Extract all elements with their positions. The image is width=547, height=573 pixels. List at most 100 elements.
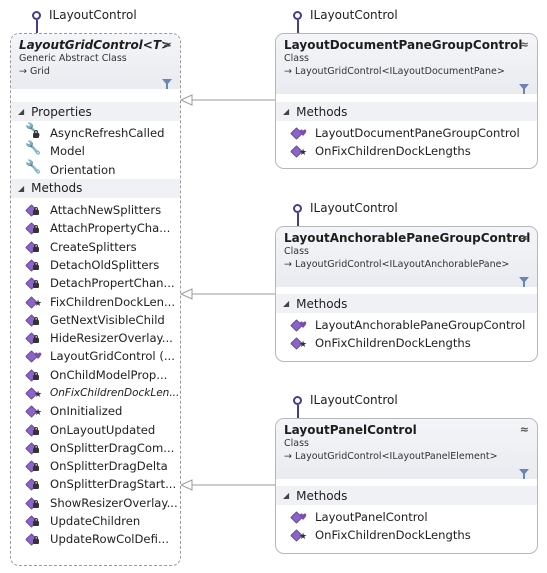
- method-item[interactable]: ★OnFixChildrenDockLen...: [11, 384, 180, 402]
- member-label: OnFixChildrenDockLen...: [50, 387, 180, 399]
- section-toggle-icon[interactable]: ◢: [283, 299, 290, 308]
- filter-icon[interactable]: [519, 469, 529, 479]
- methods-list: ♥ LayoutAnchorablePaneGroupControl ★OnFix…: [276, 313, 537, 353]
- section-methods[interactable]: ◢ Methods: [276, 102, 537, 121]
- interface-label: ILayoutControl: [310, 8, 398, 22]
- inherit-arrow-icon: →: [284, 451, 292, 462]
- method-item[interactable]: UpdateChildren: [11, 512, 180, 530]
- member-label: OnSplitterDragStart...: [50, 477, 177, 492]
- member-label: UpdateRowColDefi...: [50, 532, 169, 547]
- member-label: OnFixChildrenDockLengths: [315, 144, 471, 159]
- section-label: Methods: [296, 104, 348, 119]
- class-inherits: → Grid: [19, 66, 50, 77]
- method-item[interactable]: ♥ LayoutAnchorablePaneGroupControl: [276, 316, 537, 334]
- wrench-icon: 🔧: [25, 141, 42, 157]
- method-item[interactable]: ★FixChildrenDockLen...: [11, 292, 180, 310]
- member-label: AttachPropertyCha...: [50, 221, 171, 236]
- class-header[interactable]: LayoutPanelControl Class → LayoutGridCon…: [276, 419, 537, 479]
- interface-label: ILayoutControl: [310, 393, 398, 407]
- member-label: OnChildModelProp...: [50, 367, 168, 382]
- method-item[interactable]: OnSplitterDragStart...: [11, 475, 180, 493]
- section-methods[interactable]: ◢ Methods: [276, 486, 537, 505]
- protected-method-icon: ★: [290, 144, 307, 159]
- methods-list: ♥LayoutPanelControl ★ OnFixChildrenDockLe…: [276, 505, 537, 545]
- section-properties[interactable]: ◢ Properties: [11, 102, 180, 121]
- method-item[interactable]: ★OnInitialized: [11, 402, 180, 420]
- private-method-icon: [25, 441, 42, 455]
- method-item[interactable]: ★OnFixChildrenDockLengths: [276, 334, 537, 352]
- methods-list: AttachNewSplitters AttachPropertyCha... …: [11, 198, 180, 549]
- class-box-layout-anchorable-pane-group-control[interactable]: LayoutAnchorablePaneGroupControl Class →…: [275, 226, 538, 362]
- class-inherits: → LayoutGridControl<ILayoutAnchorablePan…: [284, 259, 510, 270]
- class-header[interactable]: LayoutGridControl<T> Generic Abstract Cl…: [11, 34, 180, 89]
- method-item[interactable]: OnChildModelProp...: [11, 366, 180, 384]
- method-item[interactable]: OnLayoutUpdated: [11, 420, 180, 438]
- method-item[interactable]: ♥ LayoutDocumentPaneGroupControl: [276, 124, 537, 142]
- method-item[interactable]: ♥LayoutGridControl (...: [11, 347, 180, 365]
- interface-icon: [293, 204, 302, 213]
- member-label: DetachPropertChan...: [50, 276, 175, 291]
- section-toggle-icon[interactable]: ◢: [283, 107, 290, 116]
- section-toggle-icon[interactable]: ◢: [18, 183, 25, 193]
- constructor-icon: ♥: [290, 126, 307, 140]
- collapse-chevron-icon[interactable]: ≈: [519, 38, 529, 51]
- constructor-icon: ♥: [25, 349, 42, 364]
- methods-list: ♥ LayoutDocumentPaneGroupControl ★ OnFixCh…: [276, 121, 537, 161]
- class-box-layout-document-pane-group-control[interactable]: LayoutDocumentPaneGroupControl Class → L…: [275, 33, 538, 169]
- class-box-layout-grid-control[interactable]: LayoutGridControl<T> Generic Abstract Cl…: [10, 33, 181, 566]
- section-methods[interactable]: ◢ Methods: [11, 178, 180, 198]
- section-label: Methods: [296, 296, 348, 311]
- method-item[interactable]: ShowResizerOverlay...: [11, 494, 180, 512]
- method-item[interactable]: ♥LayoutPanelControl: [276, 508, 537, 526]
- constructor-icon: ♥: [290, 318, 307, 332]
- class-box-layout-panel-control[interactable]: LayoutPanelControl Class → LayoutGridCon…: [275, 418, 538, 554]
- property-item[interactable]: 🔧Orientation: [11, 160, 180, 179]
- method-item[interactable]: OnSplitterDragCom...: [11, 439, 180, 457]
- method-item[interactable]: ★ OnFixChildrenDockLengths: [276, 526, 537, 544]
- section-toggle-icon[interactable]: ◢: [18, 107, 25, 116]
- method-item[interactable]: AttachNewSplitters: [11, 201, 180, 219]
- method-item[interactable]: AttachPropertyCha...: [11, 219, 180, 237]
- interface-lollipop-panel: ILayoutControl: [293, 393, 398, 419]
- filter-icon[interactable]: [162, 79, 172, 89]
- member-label: OnFixChildrenDockLengths: [315, 528, 471, 543]
- interface-icon: [32, 11, 41, 20]
- class-title: LayoutGridControl<T>: [19, 38, 172, 52]
- member-label: LayoutAnchorablePaneGroupControl: [315, 318, 526, 333]
- filter-icon[interactable]: [519, 84, 529, 94]
- class-header[interactable]: LayoutAnchorablePaneGroupControl Class →…: [276, 227, 537, 287]
- section-toggle-icon[interactable]: ◢: [283, 491, 290, 500]
- member-label: ShowResizerOverlay...: [50, 495, 178, 510]
- private-method-icon: [25, 240, 42, 254]
- class-header[interactable]: LayoutDocumentPaneGroupControl Class → L…: [276, 34, 537, 94]
- protected-method-icon: ★: [290, 528, 307, 543]
- collapse-chevron-icon[interactable]: ≈: [519, 423, 529, 436]
- collapse-chevron-icon[interactable]: ≈: [162, 38, 172, 51]
- method-item[interactable]: DetachOldSplitters: [11, 256, 180, 274]
- method-item[interactable]: DetachPropertChan...: [11, 274, 180, 292]
- protected-method-icon: ★: [25, 404, 42, 419]
- method-item[interactable]: GetNextVisibleChild: [11, 311, 180, 329]
- member-label: Model: [50, 144, 85, 159]
- property-item[interactable]: 🔧AsyncRefreshCalled: [11, 124, 180, 142]
- method-item[interactable]: UpdateRowColDefi...: [11, 530, 180, 548]
- property-item[interactable]: 🔧 Model: [11, 142, 180, 160]
- member-label: OnSplitterDragDelta: [50, 459, 168, 474]
- class-title: LayoutPanelControl: [284, 423, 417, 437]
- section-methods[interactable]: ◢ Methods: [276, 294, 537, 313]
- method-item[interactable]: CreateSplitters: [11, 237, 180, 255]
- member-label: CreateSplitters: [50, 239, 137, 254]
- method-item[interactable]: OnSplitterDragDelta: [11, 457, 180, 475]
- class-stereotype: Class: [284, 246, 309, 257]
- member-label: OnLayoutUpdated: [50, 422, 156, 437]
- filter-icon[interactable]: [519, 277, 529, 287]
- method-item[interactable]: HideResizerOverlay...: [11, 329, 180, 347]
- private-method-icon: [25, 276, 42, 290]
- class-stereotype: Class: [284, 53, 309, 64]
- collapse-chevron-icon[interactable]: ≈: [519, 231, 529, 244]
- member-label: LayoutDocumentPaneGroupControl: [315, 126, 520, 141]
- method-item[interactable]: ★ OnFixChildrenDockLengths: [276, 142, 537, 160]
- inherit-arrow-icon: →: [284, 259, 292, 270]
- constructor-icon: ♥: [290, 510, 307, 524]
